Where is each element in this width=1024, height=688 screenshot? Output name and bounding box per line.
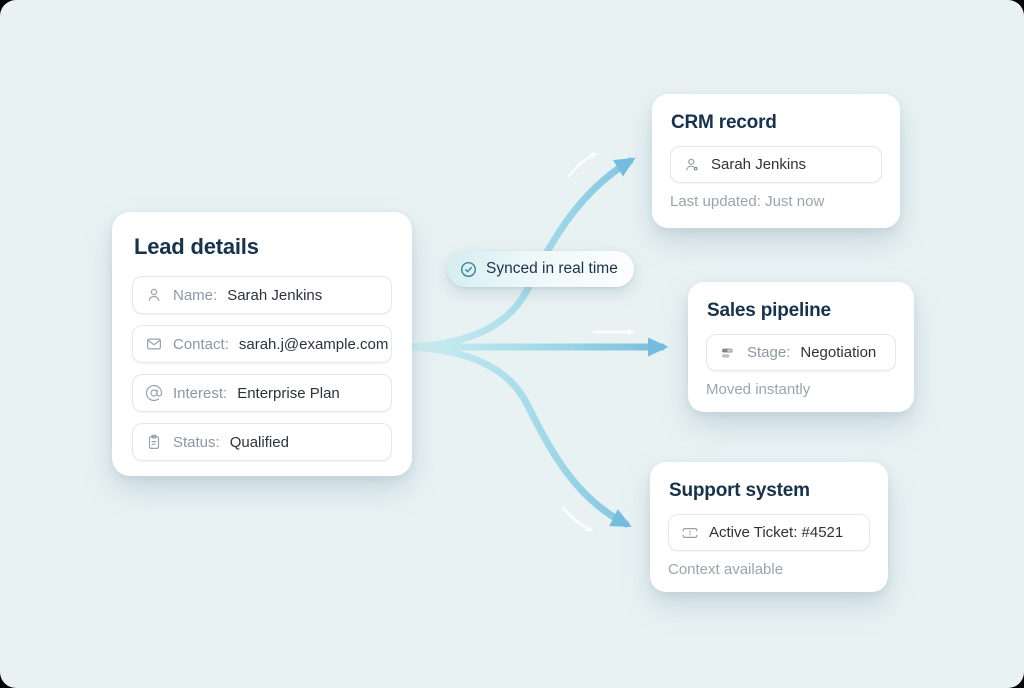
support-card-title: Support system (669, 480, 810, 501)
lead-field-name: Name: Sarah Jenkins (132, 276, 392, 314)
field-label: Status: (173, 433, 220, 451)
field-value: sarah.j@example.com (238, 335, 389, 353)
crm-card-caption: Last updated: Just now (670, 193, 825, 210)
field-value: Active Ticket: #4521 (709, 524, 844, 541)
white-accent-arrow-bottom (561, 506, 594, 532)
mail-icon (147, 338, 161, 350)
lead-field-interest: Interest: Enterprise Plan (132, 374, 392, 412)
lead-field-status: Status: Qualified (132, 423, 392, 461)
field-value: Enterprise Plan (237, 384, 340, 402)
field-label: Interest: (173, 384, 228, 402)
crm-record-card: CRM record Sarah Jenkins Last updated: J… (652, 94, 900, 228)
sync-status-badge: Synced in real time (447, 251, 634, 287)
connector-to-support (406, 343, 632, 528)
field-value: Sarah Jenkins (711, 156, 807, 173)
field-label: Name: (173, 286, 218, 304)
pipeline-stages-icon (722, 348, 733, 358)
lead-details-title: Lead details (134, 234, 259, 259)
crm-card-title: CRM record (671, 112, 777, 133)
user-icon (148, 288, 160, 301)
support-field: Active Ticket: #4521 (668, 514, 870, 551)
sales-pipeline-card: Sales pipeline Stage: Negotiation Moved … (688, 282, 914, 412)
sync-badge-label: Synced in real time (486, 260, 618, 277)
check-circle-icon (460, 261, 477, 277)
field-label: Stage: (747, 344, 791, 361)
field-label: Contact: (173, 335, 229, 353)
user-status-icon (686, 158, 698, 171)
white-accent-arrow-top (567, 152, 598, 178)
sales-card-caption: Moved instantly (706, 381, 811, 398)
field-value: Negotiation (800, 344, 877, 361)
lead-details-card: Lead details Name: Sarah Jenkins Contact… (112, 212, 412, 476)
crm-field: Sarah Jenkins (670, 146, 882, 183)
support-card-caption: Context available (668, 561, 784, 578)
sales-card-title: Sales pipeline (707, 300, 831, 321)
lead-field-contact: Contact: sarah.j@example.com (132, 325, 392, 363)
at-sign-icon (145, 384, 163, 402)
clipboard-icon (148, 434, 160, 449)
field-value: Sarah Jenkins (227, 286, 323, 304)
field-value: Qualified (229, 433, 289, 451)
ticket-icon (681, 527, 699, 538)
sales-field: Stage: Negotiation (706, 334, 896, 371)
support-system-card: Support system Active Ticket: #4521 Cont… (650, 462, 888, 592)
